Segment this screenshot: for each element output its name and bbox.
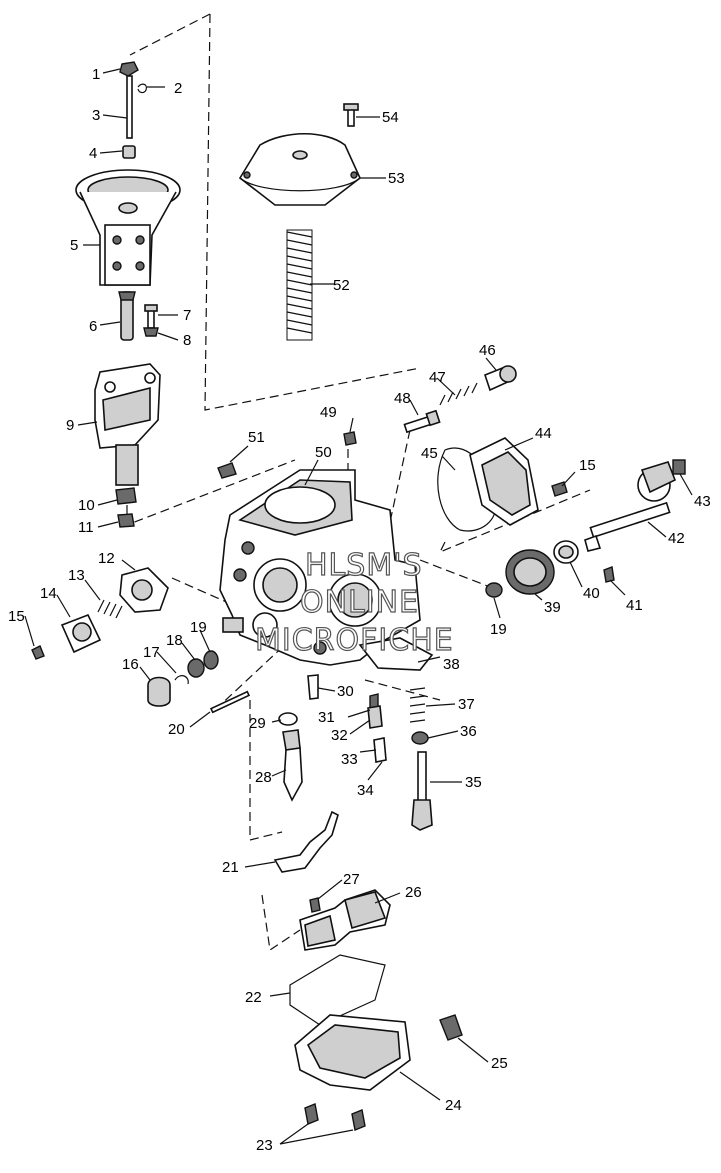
callout-54: 54 [382,109,399,126]
callout-52: 52 [333,277,350,294]
callout-3: 3 [92,107,100,124]
cover-gasket [437,437,539,532]
callout-47: 47 [429,369,446,386]
callout-17: 17 [143,644,160,661]
float-bowl [294,1014,463,1131]
callout-23: 23 [256,1137,273,1154]
callout-30: 30 [337,683,354,700]
callout-26: 26 [405,884,422,901]
watermark-line-1: HLSM'S [305,548,423,583]
callout-41: 41 [626,597,643,614]
callout-35: 35 [465,774,482,791]
callout-9: 9 [66,417,74,434]
body-screws [217,431,357,479]
callout-labels: 1 2 3 4 5 6 7 8 9 10 11 12 13 14 15 16 1… [8,66,711,1154]
watermark: HLSM'S ONLINE MICROFICHE [254,547,454,658]
callout-48: 48 [394,390,411,407]
callout-15-right: 15 [579,457,596,474]
callout-40: 40 [583,585,600,602]
callout-53: 53 [388,170,405,187]
callout-34: 34 [357,782,374,799]
callout-24: 24 [445,1097,462,1114]
throttle-spring [485,540,579,598]
callout-15-left: 15 [8,608,25,625]
callout-6: 6 [89,318,97,335]
callout-1: 1 [92,66,100,83]
callout-20: 20 [168,721,185,738]
callout-39: 39 [544,599,561,616]
callout-38: 38 [443,656,460,673]
callout-13: 13 [68,567,85,584]
callout-22: 22 [245,989,262,1006]
callout-25: 25 [491,1055,508,1072]
spring [286,229,313,341]
callout-36: 36 [460,723,477,740]
fuel-fittings [147,650,251,714]
leader-lines [24,68,693,1145]
callout-50: 50 [315,444,332,461]
bowl-gasket [289,954,386,1026]
callout-44: 44 [535,425,552,442]
callout-46: 46 [479,342,496,359]
carburetor-body [219,469,421,666]
callout-51: 51 [248,429,265,446]
diaphragm-cover-38 [358,637,434,671]
diaphragm-slide [75,169,181,286]
callout-45: 45 [421,445,438,462]
accelerator-pump [31,567,169,660]
float-assembly [273,810,391,951]
callout-8: 8 [183,332,191,349]
watermark-line-2: ONLINE [300,585,419,620]
callout-28: 28 [255,769,272,786]
callout-42: 42 [668,530,685,547]
callout-11: 11 [78,519,94,536]
slide-screws [118,291,159,341]
callout-2: 2 [174,80,182,97]
callout-29: 29 [249,715,266,732]
callout-21: 21 [222,859,239,876]
choke-plunger [403,365,517,434]
callout-4: 4 [89,145,97,162]
callout-5: 5 [70,237,78,254]
callout-12: 12 [98,550,115,567]
watermark-line-3: MICROFICHE [255,623,454,658]
slide-holder [94,363,161,528]
callout-7: 7 [183,307,191,324]
top-cap [238,103,361,206]
callout-16: 16 [122,656,139,673]
jet-assembly [278,674,433,831]
callout-31: 31 [318,709,335,726]
callout-43: 43 [694,493,711,510]
callout-33: 33 [341,751,358,768]
callout-37: 37 [458,696,475,713]
callout-10: 10 [78,497,95,514]
callout-18: 18 [166,632,183,649]
callout-14: 14 [40,585,57,602]
throttle-shaft [551,459,686,583]
callout-32: 32 [331,727,348,744]
callout-49: 49 [320,404,337,421]
needle-assembly [119,61,147,159]
callout-19-left: 19 [190,619,207,636]
callout-27: 27 [343,871,360,888]
callout-19-right: 19 [490,621,507,638]
